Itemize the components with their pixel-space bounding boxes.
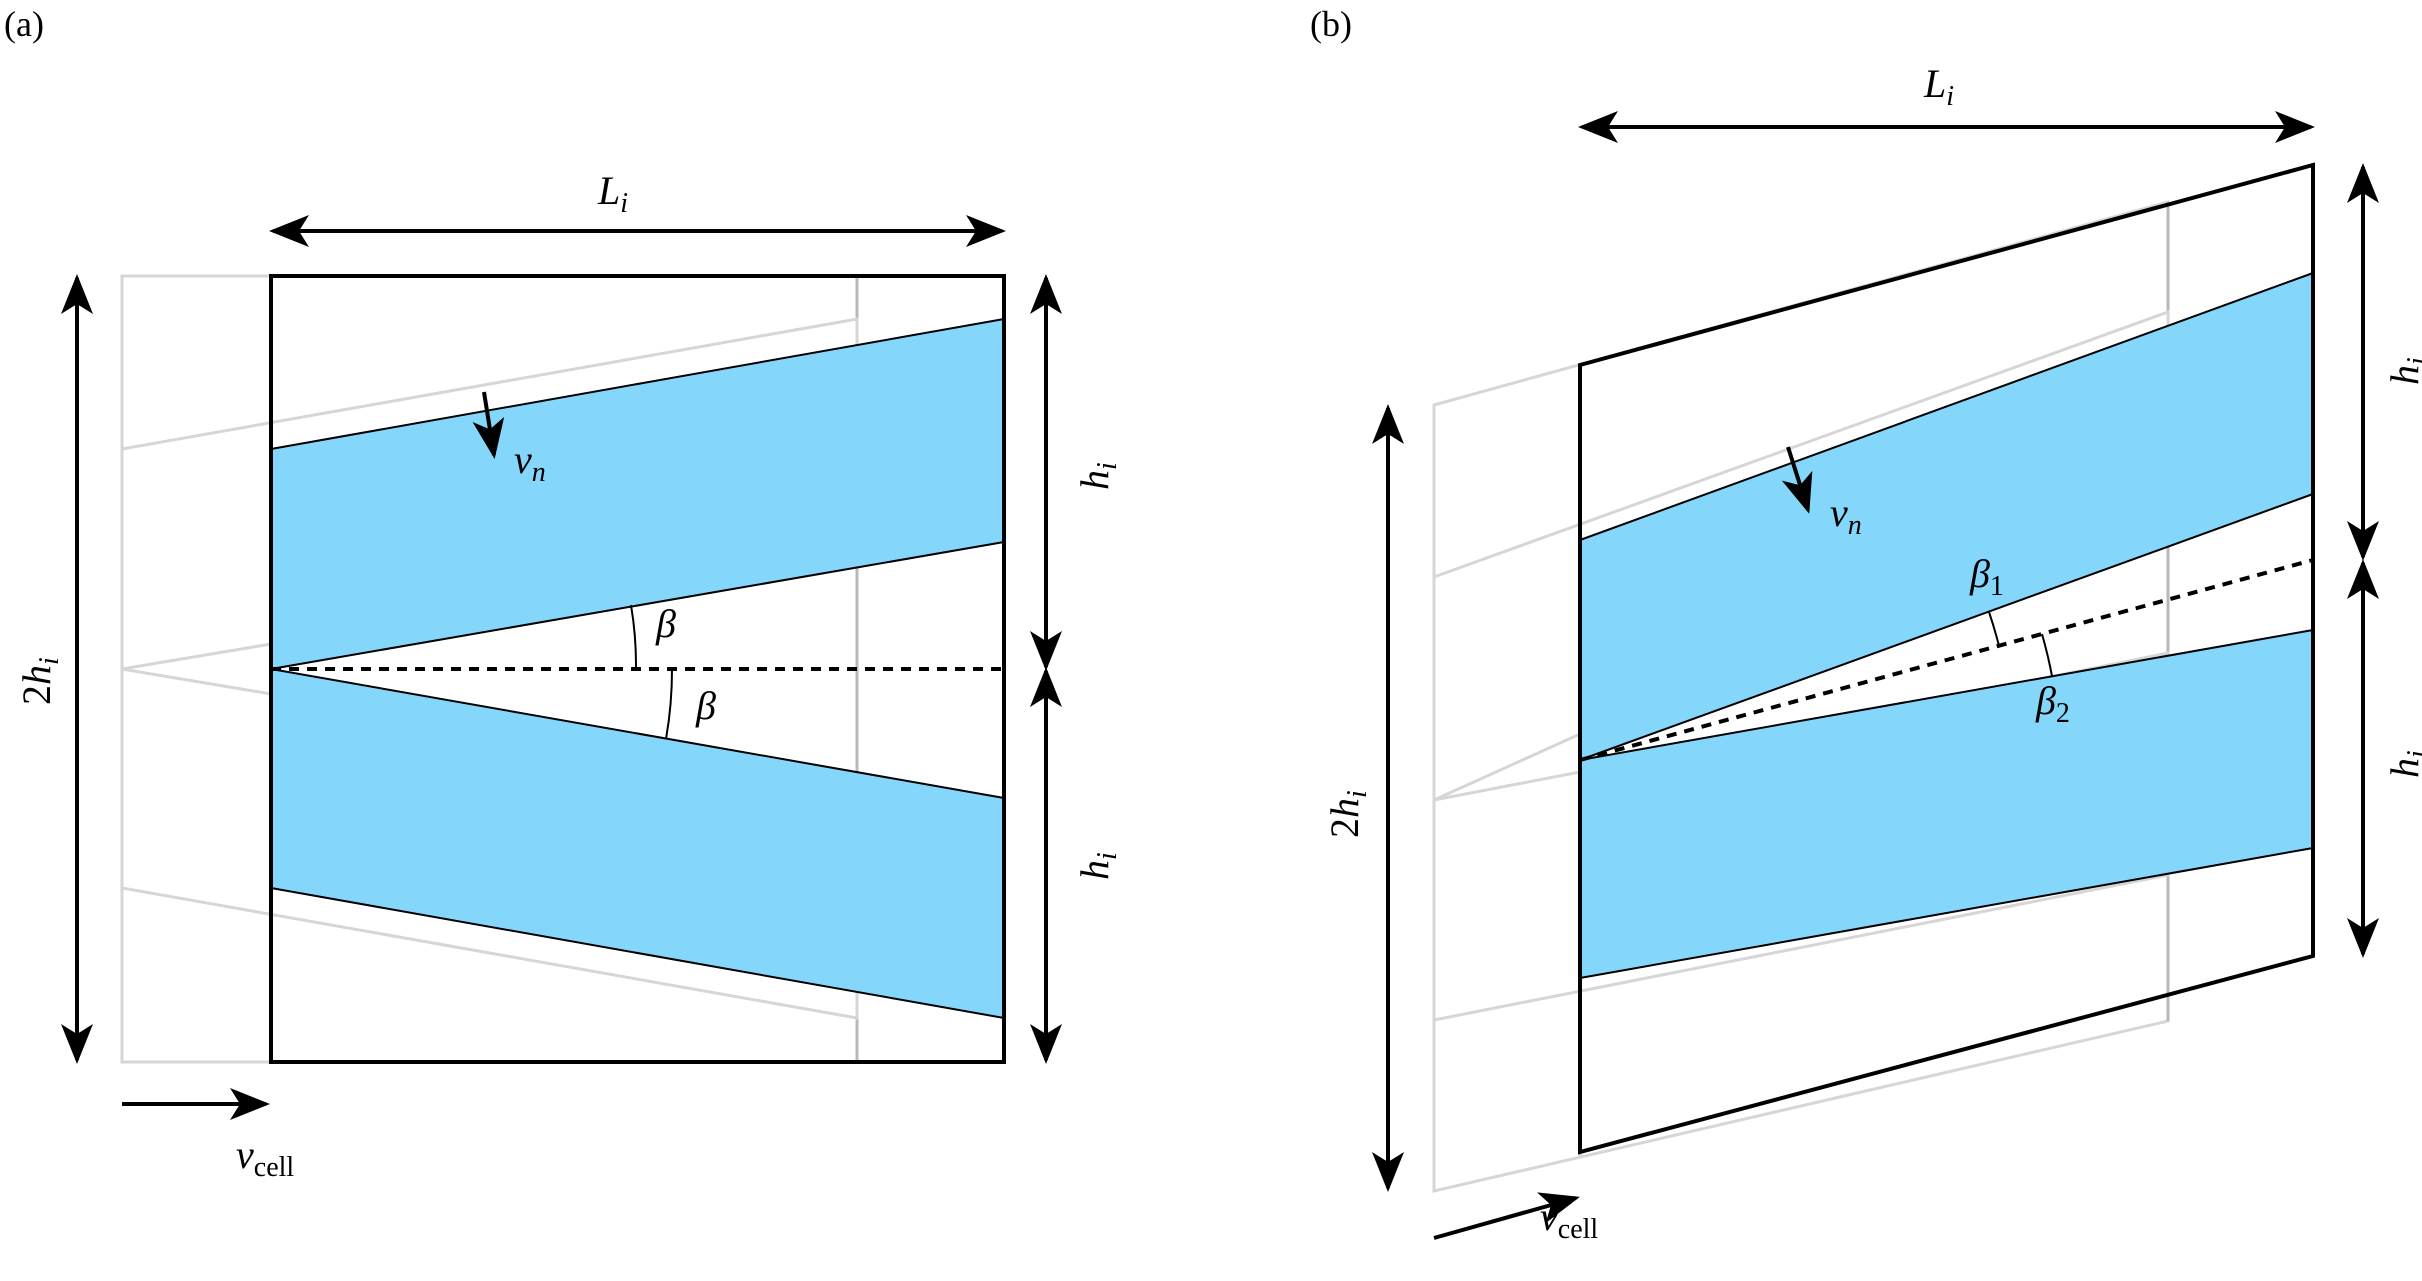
- panel-b: (b): [1310, 4, 2422, 1245]
- panel-b-upper-height-label: hi: [2382, 357, 2422, 385]
- panel-a: (a): [4, 4, 1123, 1183]
- panel-a-angle-lower-label: β: [695, 683, 716, 728]
- panel-a-lower-band: [271, 669, 1004, 1018]
- panel-b-dimension-arrows: [1372, 111, 2379, 1240]
- panel-b-cell-velocity-arrow: [1433, 1192, 1580, 1240]
- panel-a-dimension-arrows: [61, 215, 1062, 1120]
- panel-b-normal-velocity-label: vn: [1830, 490, 1862, 541]
- panel-a-normal-velocity-label: vn: [514, 437, 546, 488]
- panel-a-full-height-label: 2hi: [14, 657, 65, 705]
- panel-b-upper-band: [1580, 273, 2313, 760]
- panel-a-lower-height-label: hi: [1072, 852, 1123, 880]
- panel-b-angle-arc-2: [2041, 633, 2053, 677]
- panel-b-lower-band: [1580, 630, 2313, 978]
- panel-b-band-edges: [1579, 272, 2314, 979]
- panel-a-normal-velocity-arrow: [472, 391, 505, 459]
- panel-b-angle-2-label: β2: [2035, 678, 2070, 729]
- panel-a-angle-arc-lower: [665, 668, 674, 740]
- panel-b-ghost-chevron: [1433, 732, 1581, 802]
- panel-a-angle-arc-upper: [630, 604, 638, 670]
- panel-b-cell-velocity-label: vcell: [1540, 1194, 1598, 1245]
- panel-b-normal-velocity-arrow: [1781, 446, 1813, 514]
- panel-a-ghost-chevron: [121, 642, 272, 696]
- panel-a-upper-band: [271, 319, 1004, 669]
- panel-b-centerline: [1579, 558, 2314, 762]
- panel-a-band-edges: [270, 318, 1005, 1019]
- panel-b-angle-arc-1: [1988, 611, 2000, 647]
- panel-b-cell-outline: [1578, 162, 2315, 1155]
- panel-b-full-height-label: 2hi: [1322, 790, 1373, 838]
- panel-a-upper-height-label: hi: [1072, 462, 1123, 490]
- panel-a-cell-velocity-label: vcell: [236, 1132, 294, 1183]
- panel-b-angle-1-label: β1: [1969, 551, 2004, 602]
- panel-b-label: (b): [1310, 4, 1352, 44]
- panel-b-width-label: Li: [1923, 61, 1954, 112]
- panel-a-label: (a): [4, 4, 44, 44]
- panel-a-width-label: Li: [597, 168, 628, 219]
- panel-a-angle-upper-label: β: [655, 601, 676, 646]
- panel-a-cell-outline: [269, 274, 1006, 1064]
- panel-b-lower-height-label: hi: [2382, 750, 2422, 778]
